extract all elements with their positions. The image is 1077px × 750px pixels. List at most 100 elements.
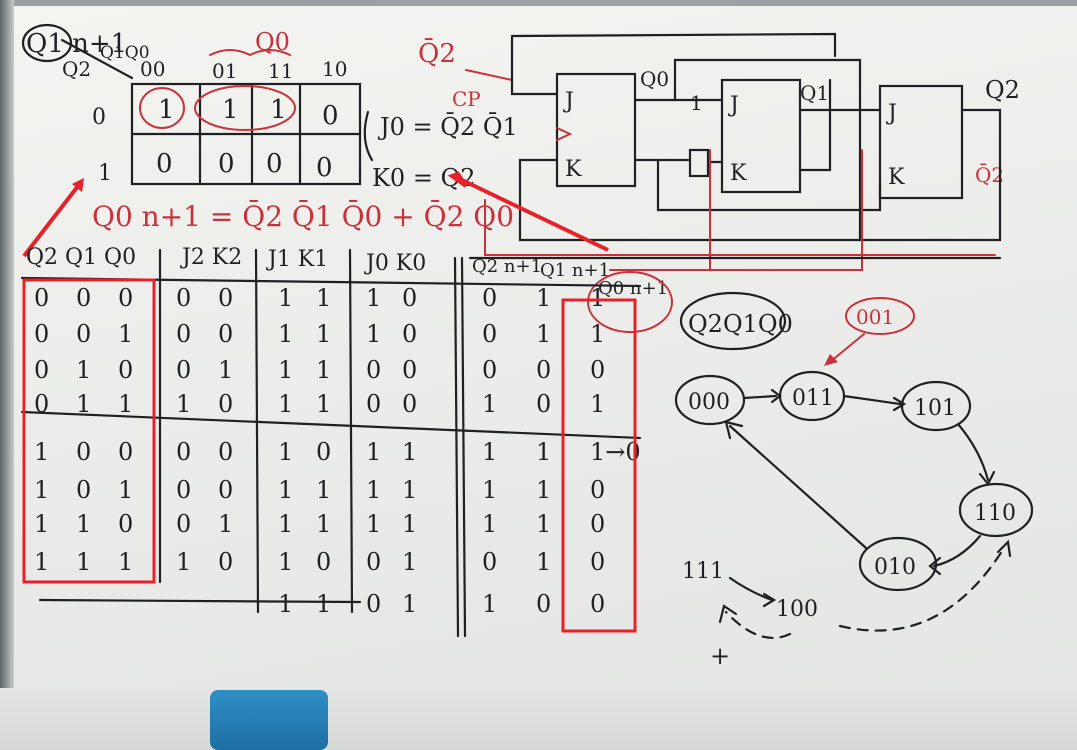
kmap-row-header: 1 bbox=[98, 161, 112, 186]
table-cell-next: 0 bbox=[482, 356, 497, 384]
table-cell-state: 0 bbox=[34, 356, 49, 384]
state-table: Q2 Q1 Q0 J2 K2 J1 K1 J0 K0 Q2 n+1 Q1 n+1… bbox=[20, 245, 673, 638]
ff1-j: J bbox=[728, 93, 739, 118]
table-cell-next: 0 bbox=[590, 548, 605, 576]
kmap-col-group: Q0 bbox=[255, 28, 290, 56]
state-diagram: Q2Q1Q0 001 000 011 101 110 010 111 100 bbox=[674, 291, 1034, 670]
table-cell-next: 1 bbox=[536, 510, 551, 538]
kmap-cell: 0 bbox=[316, 153, 333, 183]
table-cell-next: 1 bbox=[536, 438, 551, 466]
j0-equation: J0 = Q̄2 Q̄1 bbox=[377, 113, 518, 141]
kmap-title-circle bbox=[21, 23, 73, 63]
table-cell-next: 1 bbox=[536, 320, 551, 348]
table-cell-j0k0: 1 bbox=[366, 438, 381, 466]
table-cell-j1k1: 1 bbox=[278, 320, 293, 348]
table-cell-next: 0 bbox=[536, 590, 551, 618]
annotation-arrows bbox=[22, 171, 609, 258]
state-label: Q2Q1Q0 bbox=[688, 310, 793, 338]
table-cell-j1k1: 0 bbox=[316, 438, 331, 466]
ff1-j-input: 1 bbox=[690, 91, 703, 115]
table-cell-state: 0 bbox=[76, 438, 91, 466]
table-cell-j1k1: 0 bbox=[316, 548, 331, 576]
table-cell-j0k0: 0 bbox=[402, 390, 417, 418]
flip-flop-0 bbox=[555, 72, 637, 188]
table-cell-next: 0 bbox=[536, 356, 551, 384]
table-cell-j1k1: 1 bbox=[278, 438, 293, 466]
unused-state: 111 bbox=[682, 559, 724, 584]
table-cell-state: 0 bbox=[76, 476, 91, 504]
table-cell-j0k0: 0 bbox=[402, 320, 417, 348]
kmap-group-circle bbox=[139, 87, 185, 129]
table-cell-next: 1 bbox=[536, 476, 551, 504]
state-node-label: 010 bbox=[874, 555, 916, 580]
table-cell-next: 0 bbox=[590, 510, 605, 538]
table-cell-next: 0 bbox=[536, 390, 551, 418]
table-cell-next: 1 bbox=[590, 284, 605, 312]
table-cell-j2k2: 1 bbox=[218, 356, 233, 384]
board-frame-left bbox=[0, 0, 14, 750]
table-cell-next: 1 bbox=[482, 590, 497, 618]
table-cell-j2k2: 0 bbox=[176, 356, 191, 384]
table-cell-next: 0 bbox=[590, 590, 605, 618]
table-cell-next: 1 bbox=[590, 390, 605, 418]
table-cell-j1k1: 1 bbox=[278, 284, 293, 312]
table-cell-state: 0 bbox=[34, 390, 49, 418]
table-cell-next: 0 bbox=[590, 356, 605, 384]
col-header-state: Q2 Q1 Q0 bbox=[26, 245, 136, 270]
ff1-k: K bbox=[730, 161, 747, 186]
table-cell-j2k2: 0 bbox=[218, 320, 233, 348]
col-header-j1k1: J1 K1 bbox=[266, 247, 328, 272]
karnaugh-map: Q1 n+1 Q2 Q1Q0 Q0 00 01 11 10 0 1 1 1 1 … bbox=[21, 23, 362, 186]
table-cell-j2k2: 0 bbox=[176, 284, 191, 312]
flip-flop-2 bbox=[878, 84, 964, 200]
equations: J0 = Q̄2 Q̄1 K0 = Q2 Q0 n+1 = Q̄2 Q̄1 Q̄… bbox=[92, 110, 518, 233]
table-cell-j1k1: 1 bbox=[278, 510, 293, 538]
q0-next-equation: Q0 n+1 = Q̄2 Q̄1 Q̄0 + Q̄2 Q0 bbox=[92, 199, 514, 233]
state-node bbox=[858, 536, 938, 592]
table-cell-next: 0 bbox=[482, 320, 497, 348]
table-cell-j2k2: 1 bbox=[176, 548, 191, 576]
kmap-cell: 0 bbox=[218, 149, 235, 179]
ff2-k: K bbox=[888, 165, 905, 190]
state-node-label: 011 bbox=[792, 386, 834, 411]
flip-flop-1 bbox=[720, 78, 802, 194]
state-start-label: 001 bbox=[856, 305, 894, 329]
table-cell-next: 1 bbox=[482, 510, 497, 538]
table-cell-j0k0: 1 bbox=[366, 476, 381, 504]
table-cell-j0k0: 0 bbox=[366, 356, 381, 384]
col-header-q2-next: Q2 n+1 bbox=[472, 256, 542, 277]
table-cell-j0k0: 1 bbox=[366, 284, 381, 312]
table-cell-state: 0 bbox=[118, 438, 133, 466]
table-cell-next: 1→0 bbox=[590, 438, 641, 466]
table-cell-j2k2: 0 bbox=[218, 438, 233, 466]
table-cell-j1k1: 1 bbox=[316, 284, 331, 312]
table-cell-state: 1 bbox=[76, 390, 91, 418]
table-cell-j2k2: 0 bbox=[176, 476, 191, 504]
marker-tray bbox=[0, 688, 1077, 750]
ff0-q: Q0 bbox=[640, 67, 669, 91]
table-cell-state: 0 bbox=[76, 284, 91, 312]
blue-eraser bbox=[210, 690, 328, 750]
table-cell-next: 0 bbox=[590, 476, 605, 504]
plus-mark: + bbox=[710, 642, 730, 670]
ff1-q: Q1 bbox=[800, 81, 829, 105]
handwriting-layer: Q1 n+1 Q2 Q1Q0 Q0 00 01 11 10 0 1 1 1 1 … bbox=[20, 23, 1034, 670]
state-node-label: 110 bbox=[974, 501, 1016, 526]
cp-label: CP bbox=[452, 87, 481, 111]
table-cell-state: 1 bbox=[118, 390, 133, 418]
q2-bar-label: Q̄2 bbox=[418, 37, 456, 69]
table-cell-j1k1: 1 bbox=[316, 476, 331, 504]
jk-circuit: Q̄2 CP J K Q0 J K Q1 1 J K Q2 Q̄2 bbox=[418, 32, 1020, 271]
ff2-j: J bbox=[886, 101, 897, 126]
table-cell-state: 1 bbox=[76, 510, 91, 538]
table-cell-j2k2: 1 bbox=[176, 390, 191, 418]
table-cell-state: 1 bbox=[76, 548, 91, 576]
state-node-label: 101 bbox=[914, 396, 956, 421]
kmap-cell: 0 bbox=[266, 149, 283, 179]
table-cell-j0k0: 1 bbox=[402, 548, 417, 576]
kmap-cell: 1 bbox=[158, 95, 175, 125]
table-cell-j2k2: 0 bbox=[176, 438, 191, 466]
kmap-row-var: Q2 bbox=[62, 57, 91, 81]
kmap-title: Q1 n+1 bbox=[26, 29, 127, 59]
state-start bbox=[845, 297, 915, 335]
